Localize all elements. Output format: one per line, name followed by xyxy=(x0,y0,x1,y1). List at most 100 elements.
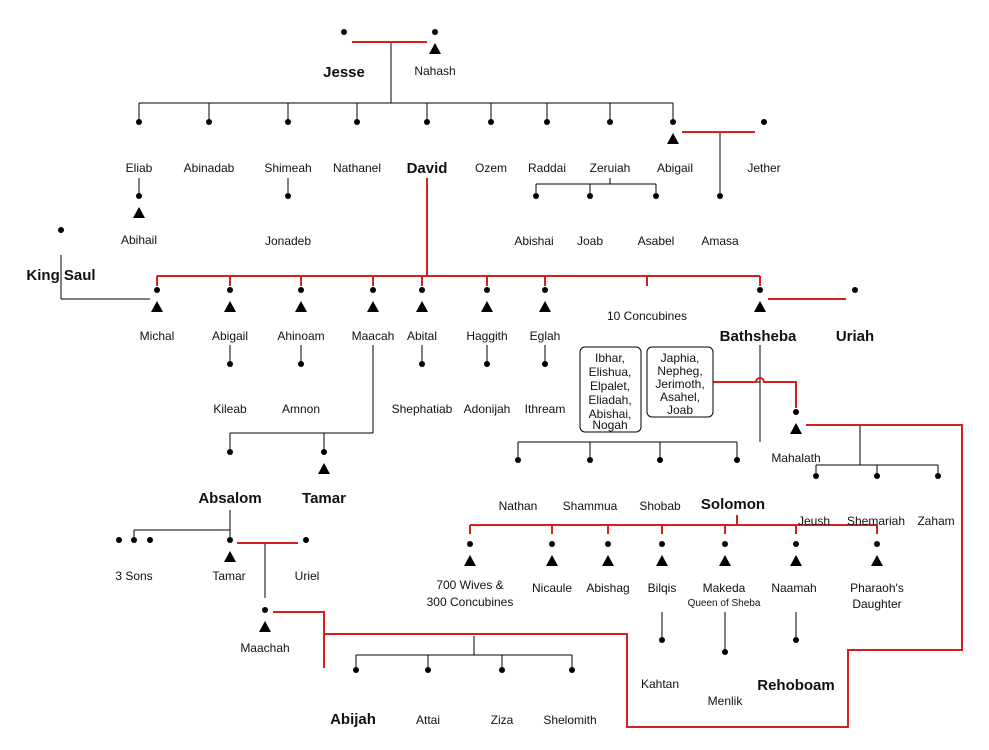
box-name: Elpalet, xyxy=(590,379,630,393)
abishai-label: Abishai xyxy=(514,234,553,248)
abigail-sister-figure xyxy=(667,119,679,148)
joab-label: Joab xyxy=(577,234,603,248)
bathsheba-figure xyxy=(754,287,766,316)
rehoboam-label: Rehoboam xyxy=(757,677,835,694)
abijah-label: Abijah xyxy=(330,711,376,728)
joab-figure xyxy=(584,193,596,222)
concubines-label: 10 Concubines xyxy=(607,309,687,323)
eliab-figure xyxy=(133,119,145,148)
jesse-figure xyxy=(338,29,350,58)
son-2-figure xyxy=(128,537,140,566)
shimeah-label: Shimeah xyxy=(264,161,311,175)
attai-figure xyxy=(422,667,434,696)
abishag-figure xyxy=(602,541,614,570)
marriage-lines xyxy=(156,41,963,728)
abihail-label: Abihail xyxy=(121,233,157,247)
ithream-label: Ithream xyxy=(525,402,566,416)
ozem-label: Ozem xyxy=(475,161,507,175)
absalom-label: Absalom xyxy=(198,490,261,507)
sons3-label: 3 Sons xyxy=(115,569,152,583)
kahtan-label: Kahtan xyxy=(641,677,679,691)
jonadeb-figure xyxy=(282,193,294,222)
nathanel-label: Nathanel xyxy=(333,161,381,175)
box-name: Joab xyxy=(667,403,693,417)
nicaule-figure xyxy=(546,541,558,570)
shephatiab-figure xyxy=(416,361,428,390)
box-name: Elishua, xyxy=(589,365,632,379)
asabel-figure xyxy=(650,193,662,222)
raddai-label: Raddai xyxy=(528,161,566,175)
amnon-label: Amnon xyxy=(282,402,320,416)
jesse-label: Jesse xyxy=(323,64,365,81)
box-name: Nogah xyxy=(592,418,627,432)
nathanel-figure xyxy=(351,119,363,148)
haggith-figure xyxy=(481,287,493,316)
tamar-daughter-figure xyxy=(224,537,236,566)
uriah-figure xyxy=(849,287,861,316)
adonijah-label: Adonijah xyxy=(464,402,511,416)
bathsheba-label: Bathsheba xyxy=(720,328,797,345)
zeruiah-figure xyxy=(604,119,616,148)
abishag-label: Abishag xyxy=(586,581,629,595)
box-name: Asahel, xyxy=(660,390,700,404)
zaham-label: Zaham xyxy=(917,514,954,528)
pharaohs-daughter-label-line1: Pharaoh's xyxy=(850,581,904,595)
makeda-title-label: Queen of Sheba xyxy=(688,598,761,609)
box-name: Nepheg, xyxy=(657,364,702,378)
son-3-figure xyxy=(144,537,156,566)
maacah-label: Maacah xyxy=(352,329,395,343)
michal-label: Michal xyxy=(140,329,175,343)
box-name: Ibhar, xyxy=(595,351,625,365)
shammua-figure xyxy=(584,457,596,486)
uriah-label: Uriah xyxy=(836,328,874,345)
shelomith-label: Shelomith xyxy=(543,713,596,727)
rehoboam-figure xyxy=(790,637,802,666)
zeruiah-label: Zeruiah xyxy=(590,161,631,175)
kahtan-figure xyxy=(656,637,668,666)
nahash-label: Nahash xyxy=(414,64,455,78)
shemariah-figure xyxy=(871,473,883,502)
descent-lines xyxy=(60,42,939,670)
zaham-figure xyxy=(932,473,944,502)
kileab-figure xyxy=(224,361,236,390)
ziza-label: Ziza xyxy=(491,713,514,727)
abishai-figure xyxy=(530,193,542,222)
jether-figure xyxy=(758,119,770,148)
box-name: Abishai, xyxy=(589,407,632,421)
david-figure xyxy=(421,119,433,148)
abigail-wife-label: Abigail xyxy=(212,329,248,343)
bilqis-figure xyxy=(656,541,668,570)
son-1-figure xyxy=(113,537,125,566)
uriel-figure xyxy=(300,537,312,566)
amasa-figure xyxy=(714,193,726,222)
shammua-label: Shammua xyxy=(563,499,618,513)
shemariah-label: Shemariah xyxy=(847,514,905,528)
abigail-sister-label: Abigail xyxy=(657,161,693,175)
shimeah-figure xyxy=(282,119,294,148)
david-label: David xyxy=(407,160,448,177)
eglah-figure xyxy=(539,287,551,316)
shobab-figure xyxy=(654,457,666,486)
absalom-figure xyxy=(224,449,236,478)
maacah-figure xyxy=(367,287,379,316)
ithream-figure xyxy=(539,361,551,390)
wives-700-label-line1: 700 Wives & xyxy=(436,578,503,592)
wives-700-label-line2: 300 Concubines xyxy=(427,595,514,609)
haggith-label: Haggith xyxy=(466,329,507,343)
ahinoam-figure xyxy=(295,287,307,316)
shelomith-figure xyxy=(566,667,578,696)
menlik-figure xyxy=(719,649,731,678)
king-saul-figure xyxy=(55,227,67,256)
box-name: Japhia, xyxy=(661,351,700,365)
jeush-label: Jeush xyxy=(798,514,830,528)
shobab-label: Shobab xyxy=(639,499,681,513)
nathan-label: Nathan xyxy=(499,499,538,513)
asabel-label: Asabel xyxy=(638,234,675,248)
adonijah-figure xyxy=(481,361,493,390)
jether-label: Jether xyxy=(747,161,780,175)
name-labels: Jesse Nahash Eliab Abinadab Shimeah Nath… xyxy=(26,64,954,728)
makeda-label: Makeda xyxy=(703,581,746,595)
makeda-figure xyxy=(719,541,731,570)
eglah-label: Eglah xyxy=(530,329,561,343)
concubine-sons-box: Ibhar, Elishua, Elpalet, Eliadah, Abisha… xyxy=(579,346,642,433)
